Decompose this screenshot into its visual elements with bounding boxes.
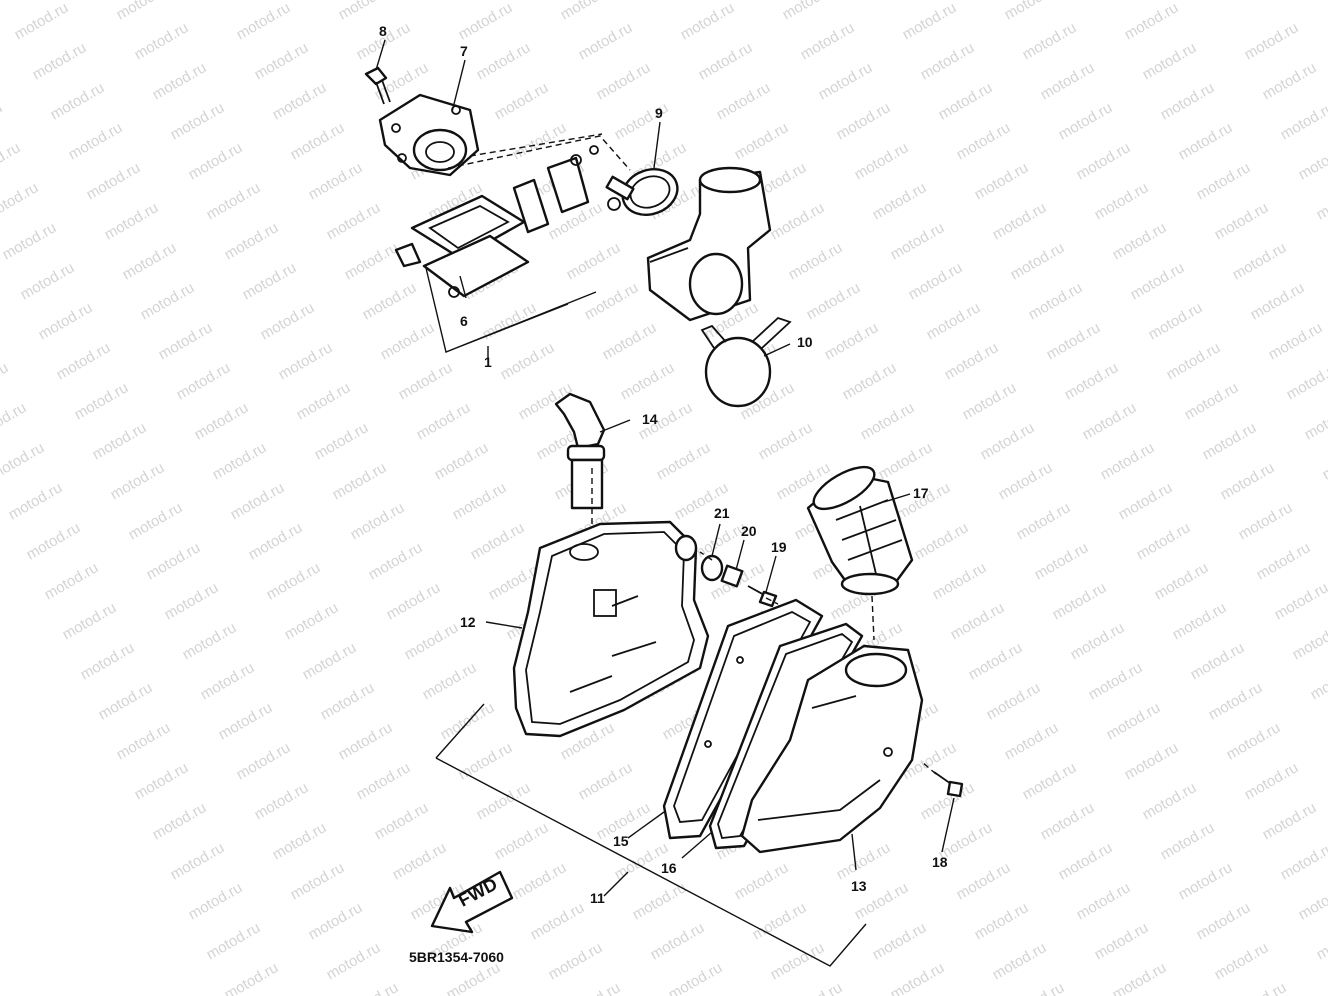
callout-21: 21 xyxy=(714,505,730,521)
callout-11: 11 xyxy=(590,890,605,906)
callout-18: 18 xyxy=(932,854,948,870)
part-13-case-cover xyxy=(740,644,924,854)
callout-10: 10 xyxy=(797,334,813,350)
part-9-clamp xyxy=(605,168,679,216)
callout-14: 14 xyxy=(642,411,658,427)
callout-20: 20 xyxy=(741,523,757,539)
callout-17: 17 xyxy=(913,485,929,501)
callout-9: 9 xyxy=(655,105,663,121)
part-1-reed-valve-assembly xyxy=(394,145,599,298)
part-12-filter-case xyxy=(512,520,710,738)
callout-6: 6 xyxy=(460,313,468,329)
part-8-bolt xyxy=(364,66,391,105)
callout-7: 7 xyxy=(460,43,468,59)
callout-15: 15 xyxy=(613,833,629,849)
part-10-spring-clip xyxy=(700,316,792,408)
callout-13: 13 xyxy=(851,878,867,894)
assembly-dashed-lines xyxy=(447,133,937,775)
part-17-intake-duct xyxy=(806,465,914,596)
part-18-screw xyxy=(933,771,964,798)
callout-19: 19 xyxy=(771,539,787,555)
callout-16: 16 xyxy=(661,860,677,876)
callout-12: 12 xyxy=(460,614,476,630)
callout-1: 1 xyxy=(484,354,492,370)
fwd-arrow-icon xyxy=(430,870,514,934)
leader-lines xyxy=(375,39,955,967)
callout-8: 8 xyxy=(379,23,387,39)
carburettor-body xyxy=(646,166,772,322)
part-14-breather-hose xyxy=(554,392,606,510)
part-7-manifold xyxy=(378,93,480,177)
part-19-screw xyxy=(747,585,778,608)
part-20-collar xyxy=(720,564,744,588)
diagram-code: 5BR1354-7060 xyxy=(409,949,504,965)
